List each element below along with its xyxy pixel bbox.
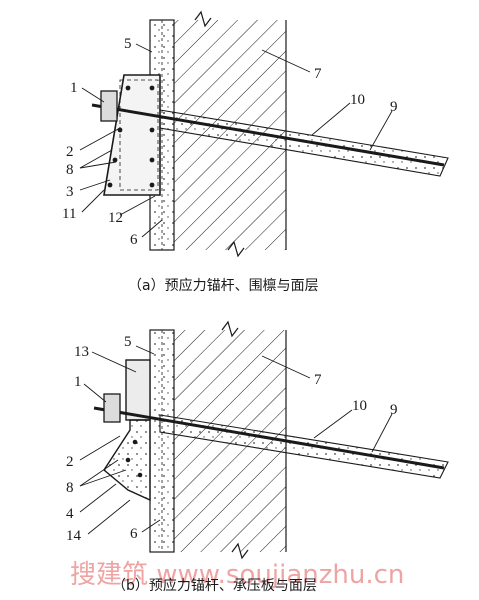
label-a-2: 2: [66, 144, 74, 160]
anchor-grout-a: [159, 109, 449, 177]
label-b-13: 13: [74, 344, 89, 360]
waling-beam-a: [103, 74, 161, 196]
label-b-9: 9: [390, 402, 398, 418]
caption-a: （a）预应力锚杆、围檩与面层: [128, 277, 319, 294]
label-a-10: 10: [350, 92, 365, 108]
break-mark-top-a: [194, 10, 212, 28]
label-b-4: 4: [66, 506, 74, 522]
label-b-7: 7: [314, 372, 322, 388]
label-a-1: 1: [70, 80, 78, 96]
label-a-9: 9: [390, 99, 398, 115]
label-a-7: 7: [314, 66, 322, 82]
label-a-8: 8: [66, 162, 74, 178]
anchor-tendon-b: [93, 406, 445, 470]
label-b-8: 8: [66, 480, 74, 496]
label-a-6: 6: [130, 232, 138, 248]
break-mark-top-b: [221, 320, 239, 338]
break-mark-bottom-b: [231, 542, 249, 560]
watermark: 搜建筑 www.soujianzhu.cn: [70, 560, 404, 590]
anchor-head-a: [100, 90, 118, 122]
label-a-5: 5: [124, 36, 132, 52]
anchor-head-b: [103, 393, 121, 423]
break-mark-bottom-a: [227, 240, 245, 258]
caption-b: （b）预应力锚杆、承压板与面层: [112, 577, 317, 594]
label-b-2: 2: [66, 454, 74, 470]
anchor-tendon-a: [91, 103, 445, 167]
label-b-1: 1: [74, 374, 82, 390]
bearing-plate-b: [125, 359, 151, 421]
label-b-5: 5: [124, 334, 132, 350]
figure-a: 1 2 8 3 11 12 6 5 7 10 9 （a）预应力锚杆、围檩与面层: [62, 10, 449, 294]
label-a-11: 11: [62, 206, 76, 222]
label-a-3: 3: [66, 184, 74, 200]
figure-b: 13 5 1 2 8 4 14 6 7 10 9: [66, 320, 449, 560]
label-b-14: 14: [66, 528, 82, 544]
label-b-10: 10: [352, 398, 367, 414]
label-b-6: 6: [130, 526, 138, 542]
label-a-12: 12: [108, 210, 123, 226]
